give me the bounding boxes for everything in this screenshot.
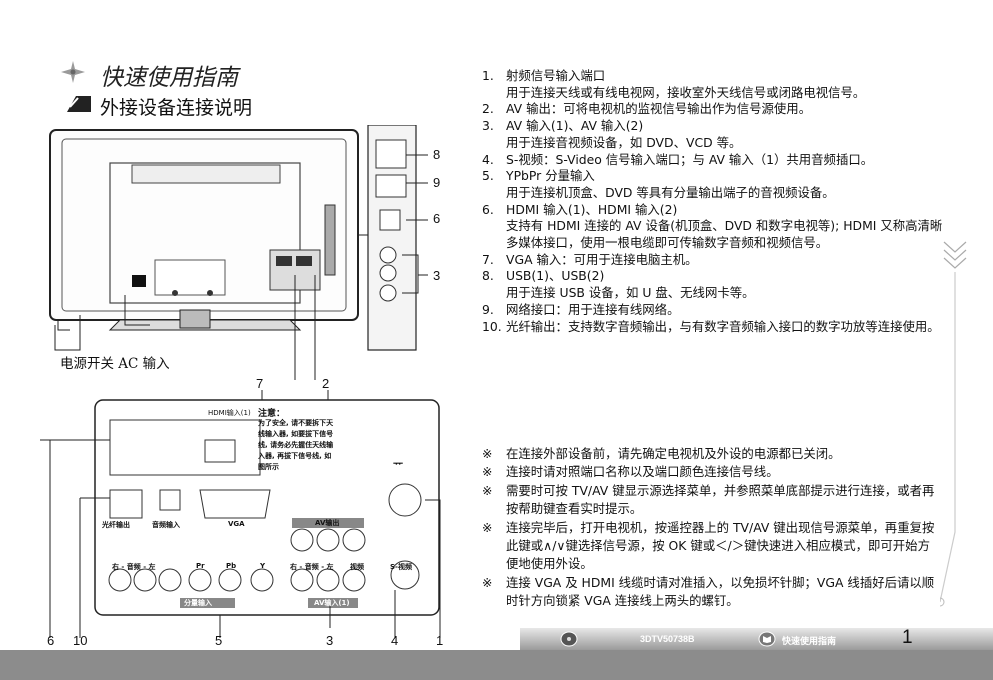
power-ac-caption: 电源开关 AC 输入	[60, 356, 170, 372]
note-item: ※连接 VGA 及 HDMI 线缆时请对准插入，以免损坏针脚；VGA 线插好后请…	[482, 574, 935, 609]
component-pr-label: Pr	[196, 562, 205, 570]
label-6: 6	[433, 211, 441, 226]
note-item: ※在连接外部设备前，请先确定电视机及外设的电源都已关闭。	[482, 446, 841, 461]
antenna-label: ᅲ	[393, 457, 404, 470]
s-video-label: S-视频	[390, 563, 412, 571]
notice-title: 注意：	[258, 409, 286, 419]
list-item: 3.AV 输入(1)、AV 输入(2)用于连接音视频设备，如 DVD、VCD 等…	[482, 118, 742, 150]
list-item: 1.射频信号输入端口用于连接天线或有线电视网，接收室外天线信号或闭路电视信号。	[482, 68, 866, 100]
section-title: 外接设备连接说明	[100, 97, 253, 119]
list-item: 4.S-视频：S-Video 信号输入端口；与 AV 输入（1）共用音频插口。	[482, 151, 874, 167]
bottom-num-6: 6	[47, 633, 55, 648]
optical-label: 光纤输出	[102, 521, 130, 529]
list-item: 5.YPbPr 分量输入用于连接机顶盒、DVD 等具有分量输出端子的音视频设备。	[482, 168, 835, 200]
note-item: ※连接时请对照端口名称以及端口颜色连接信号线。	[482, 464, 779, 480]
footer-band	[0, 650, 993, 680]
top-num-7: 7	[256, 376, 264, 391]
list-item: 2.AV 输出：可将电视机的监视信号输出作为信号源使用。	[482, 101, 812, 117]
notes-list: ※在连接外部设备前，请先确定电视机及外设的电源都已关闭。 ※连接时请对照端口名称…	[482, 445, 942, 611]
port-description-list: 1.射频信号输入端口用于连接天线或有线电视网，接收室外天线信号或闭路电视信号。 …	[482, 68, 952, 335]
av-in-video-label: 视频	[350, 563, 364, 571]
bottom-num-1: 1	[436, 633, 444, 648]
footer-section: 快速使用指南	[782, 636, 837, 646]
bottom-num-3: 3	[326, 633, 334, 648]
list-item: 9.网络接口：用于连接有线网络。	[482, 301, 680, 317]
notice-text: 为了安全, 请不要拆下天线输入器, 如要拔下信号线, 请务必先握住天线输入器, …	[258, 419, 334, 471]
av-in-audio-label: 右 - 音频 - 左	[290, 563, 334, 571]
section-marker-icon	[66, 95, 92, 113]
component-group-label: 分量输入	[184, 599, 212, 607]
hdmi1-label: HDMI输入(1)	[208, 409, 251, 417]
book-icon	[758, 631, 776, 647]
decorative-chevrons-icon	[935, 232, 970, 612]
label-3: 3	[433, 268, 441, 283]
label-8: 8	[433, 147, 441, 162]
disc-icon	[560, 631, 578, 647]
page-number: 1	[902, 627, 913, 648]
connector-panel-diagram	[40, 390, 460, 640]
decorative-cross-icon	[60, 60, 86, 84]
bottom-num-10: 10	[73, 633, 88, 648]
note-item: ※需要时可按 TV/AV 键显示源选择菜单，并参照菜单底部提示进行连接，或者再按…	[482, 482, 935, 517]
vga-label: VGA	[228, 520, 245, 528]
tv-back-diagram	[40, 124, 470, 383]
page-title: 快速使用指南	[100, 65, 238, 91]
component-pb-label: Pb	[226, 562, 237, 570]
component-y-label: Y	[260, 562, 266, 570]
footer-bar	[520, 628, 993, 650]
audio-in-label: 音频输入	[152, 521, 180, 529]
list-item: 10.光纤输出：支持数字音频输出，与有数字音频输入接口的数字功放等连接使用。	[482, 318, 940, 334]
bottom-num-5: 5	[215, 633, 223, 648]
av-out-label: AV输出	[315, 519, 340, 527]
label-9: 9	[433, 175, 441, 190]
list-item: 8.USB(1)、USB(2)用于连接 USB 设备，如 U 盘、无线网卡等。	[482, 268, 755, 301]
list-item: 7.VGA 输入：可用于连接电脑主机。	[482, 251, 698, 267]
av-in-group-label: AV输入(1)	[314, 599, 350, 607]
bottom-num-4: 4	[391, 633, 399, 648]
list-item: 6.HDMI 输入(1)、HDMI 输入(2)支持有 HDMI 连接的 AV 设…	[482, 201, 943, 251]
footer-model: 3DTV50738B	[640, 634, 695, 644]
top-num-2: 2	[322, 376, 330, 391]
component-audio-label: 右 - 音频 - 左	[112, 563, 156, 571]
note-item: ※连接完毕后，打开电视机，按遥控器上的 TV/AV 键出现信号源菜单，再重复按此…	[482, 519, 935, 572]
